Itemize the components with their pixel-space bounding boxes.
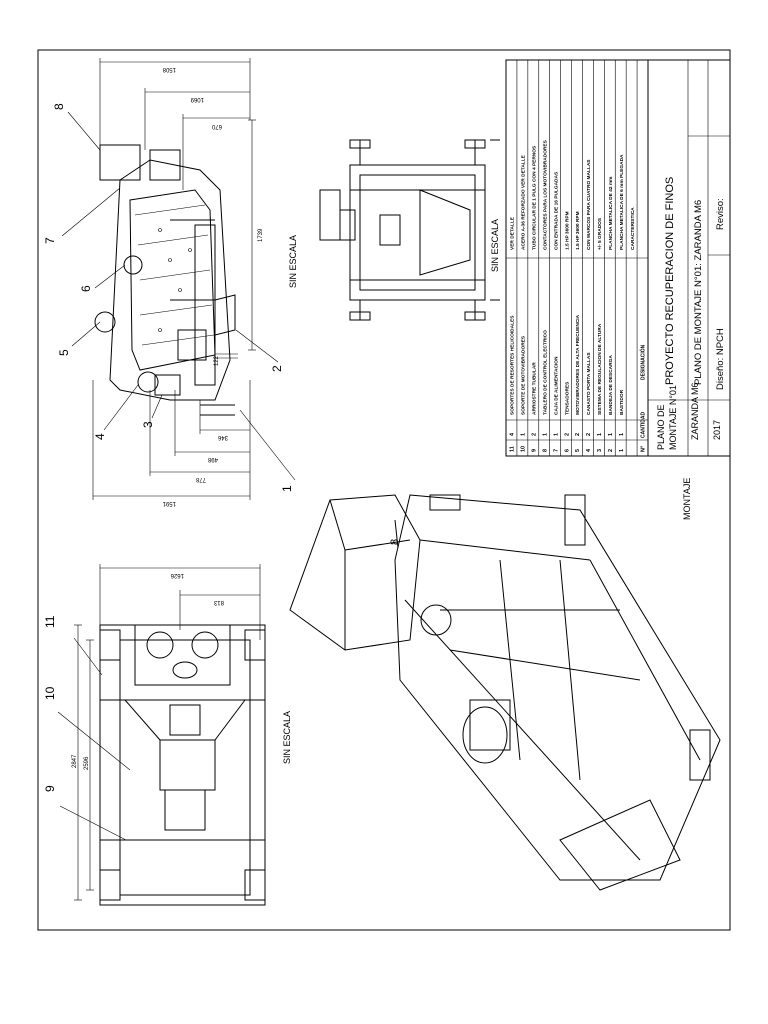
callout-10: 10 <box>43 686 57 700</box>
year: 2017 <box>712 420 722 440</box>
dim-498: 498 <box>207 456 218 462</box>
callout-8-iso: 8 <box>389 539 401 545</box>
callout-3: 3 <box>141 421 155 428</box>
bom-row-num: 9 <box>531 449 537 452</box>
front-view-scale-label: SIN ESCALA <box>282 711 292 764</box>
bom-row-spec: CON MARCOS PARA CUATRO MALLAS <box>586 159 592 250</box>
project-title: PROYECTO RECUPERACION DE FINOS <box>664 177 676 385</box>
side-view <box>61 58 296 500</box>
bom-row-desc: SISTEMA DE REGULACION DE ALTURA <box>597 323 603 415</box>
end-view-scale-label: SIN ESCALA <box>490 219 500 272</box>
callout-8: 8 <box>52 103 66 110</box>
plan-full-title: PLANO DE MONTAJE N°01: ZARANDA M6 <box>693 200 704 385</box>
title-block: PLANO DE MONTAJE N°01 ZARANDA M6 2017 PR… <box>647 59 731 457</box>
bom-row-desc: TABLERO DE CONTROL ELECTRICO <box>542 330 548 415</box>
bom-row-num: 6 <box>564 449 570 452</box>
bom-row-qty: 1 <box>597 433 603 436</box>
callout-11: 11 <box>43 615 57 628</box>
callout-2: 2 <box>270 365 284 372</box>
isometric-view <box>289 494 721 891</box>
bom-row-spec: VER DETALLE <box>510 216 516 250</box>
dim-2596: 2596 <box>84 756 90 770</box>
bom-row-num: 11 <box>510 446 516 452</box>
plan-name-line2: MONTAJE N°01 <box>668 385 678 450</box>
bom-row-desc: ARRIOSTRE TUBULAR <box>531 362 537 415</box>
bom-row-spec: PLANCHA METALICA DE 42 mm <box>608 177 614 250</box>
machine-name: ZARANDA M6 <box>690 382 700 440</box>
callout-7: 7 <box>43 237 57 244</box>
bom-row-qty: 2 <box>564 433 570 436</box>
isometric-view-label: MONTAJE <box>682 478 692 520</box>
bom-row-qty: 2 <box>586 433 592 436</box>
bom-row-num: 2 <box>608 449 614 452</box>
dim-1739: 1739 <box>258 228 264 242</box>
bom-row-desc: BANDEJA DE DESCARGA <box>608 355 614 415</box>
bom-row-desc: SOPORTE DE MOTOVIBRADORES <box>521 335 527 415</box>
dim-778: 778 <box>195 476 206 482</box>
bom-row-qty: 2 <box>575 433 581 436</box>
bom-row-desc: MOTOVIBRADORES DE ALTA FRECUENCIA <box>575 314 581 415</box>
bom-row-desc: CAJA DE ALIMENTACION <box>553 356 559 415</box>
designer: Diseño: NPCH <box>715 328 726 390</box>
bom-row-num: 10 <box>521 446 527 452</box>
bom-row-desc: BASTIDOR <box>619 389 625 415</box>
bom-row-spec: +/- 5 GRADOS <box>597 217 603 250</box>
bom-row-spec: CARACTERISTICA <box>630 207 636 250</box>
callout-4: 4 <box>93 433 107 440</box>
bom-row-num: 7 <box>553 449 559 452</box>
drawing-border <box>37 49 731 931</box>
bom-row-desc: SOPORTES DE RESORTES HELICOIDALES <box>510 315 516 415</box>
bom-row-num: 3 <box>597 449 603 452</box>
end-view <box>319 139 500 321</box>
bom-row-desc: TENSADORES <box>564 381 570 415</box>
bom-header-qty: CANTIDAD <box>641 412 647 438</box>
dim-2847: 2847 <box>72 754 78 768</box>
dim-1069: 1069 <box>190 96 204 102</box>
bom-row-qty: 4 <box>510 432 516 436</box>
bom-row-qty: 2 <box>531 433 537 436</box>
bom-row-spec: 1.5 HP 3600 RPM <box>575 211 581 250</box>
bom-header-num: N° <box>641 446 647 452</box>
callout-1: 1 <box>280 485 294 492</box>
bom-row-num: 4 <box>586 448 592 452</box>
bom-row-num: 5 <box>575 449 581 452</box>
bom-row-qty: 1 <box>521 433 527 436</box>
front-view <box>57 564 266 906</box>
dim-813: 813 <box>213 599 224 605</box>
bom-row-qty: 1 <box>608 433 614 436</box>
bom-row-spec: CONTACTORES PARA LOS MOTOVIBRADORES <box>542 139 548 250</box>
bom-row-spec: 1.5 HP 3600 RPM <box>564 211 570 250</box>
dim-670: 670 <box>211 123 222 129</box>
dim-1626: 1626 <box>170 572 184 578</box>
bom-row-spec: CON ENTRADA DE 16 PULGADAS <box>553 171 559 250</box>
callout-9: 9 <box>43 785 57 792</box>
dim-1508: 1508 <box>162 66 176 72</box>
bom-row-qty: 1 <box>619 433 625 436</box>
side-view-scale-label: SIN ESCALA <box>288 235 298 288</box>
bom-row-qty: 1 <box>542 433 548 436</box>
bom-row-num: 1 <box>619 449 625 452</box>
bom-row-spec: ACERO A-36 REFORZADO VER DETALLE <box>521 154 527 250</box>
bom-row-desc: CANASTO PORTA MALLAS <box>586 352 592 415</box>
reviewer: Reviso: <box>715 198 726 230</box>
dim-122: 122 <box>214 355 220 366</box>
dim-1591: 1591 <box>162 500 176 506</box>
bom-row-spec: PLANCHA METALICA DE 6 mm PLEGADA <box>619 154 625 250</box>
plan-name-line1: PLANO DE <box>656 404 666 450</box>
callout-5: 5 <box>57 349 71 356</box>
dim-346: 346 <box>217 434 228 440</box>
bom-row-spec: TUBO CIRCULAR DE 1 PULG CON 4 PERNOS <box>531 145 537 250</box>
bom-row-qty: 1 <box>553 433 559 436</box>
bom-row-num: 8 <box>542 449 548 452</box>
callout-6: 6 <box>79 285 93 292</box>
bom-header-desc: DESIGNACIÓN <box>639 344 647 380</box>
